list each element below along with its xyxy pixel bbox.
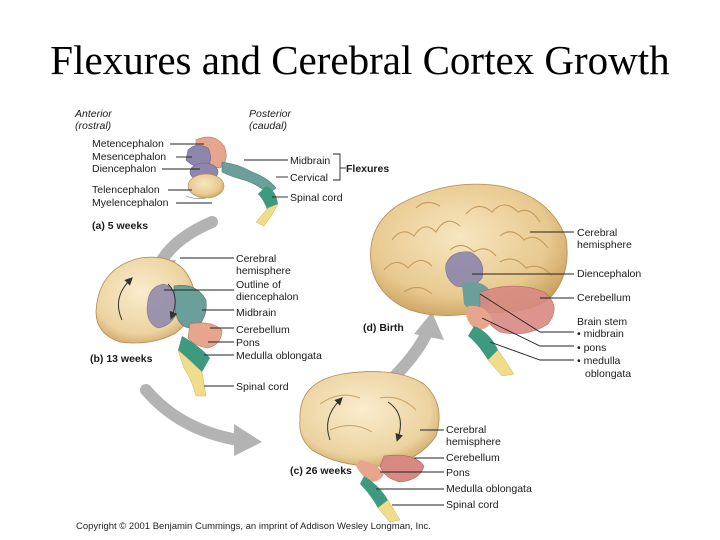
cerebellum-label-b: Cerebellum bbox=[236, 324, 290, 336]
caption-b: (b) 13 weeks bbox=[90, 353, 153, 365]
brain-stem-label: Brain stem bbox=[577, 316, 627, 328]
panel-c-leaders bbox=[376, 429, 444, 506]
cerebellum-label-d: Cerebellum bbox=[577, 292, 631, 304]
midbrain-label-b: Midbrain bbox=[236, 307, 276, 319]
diencephalon-label-d: Diencephalon bbox=[577, 268, 641, 280]
pons-label-d: • pons bbox=[577, 342, 606, 354]
oblongata-label-d: oblongata bbox=[585, 368, 631, 380]
copyright-notice: Copyright © 2001 Benjamin Cummings, an i… bbox=[76, 521, 431, 532]
pons-label-c: Pons bbox=[446, 467, 470, 479]
caption-c: (c) 26 weeks bbox=[290, 465, 352, 477]
telencephalon-label: Telencephalon bbox=[92, 184, 160, 196]
medulla-label-b: Medulla oblongata bbox=[236, 350, 322, 362]
panel-d-brain bbox=[370, 183, 568, 377]
spinal-cord-label-a: Spinal cord bbox=[290, 192, 343, 204]
medulla-label-d: • medulla bbox=[577, 355, 621, 367]
panel-a-leaders bbox=[162, 143, 346, 204]
flow-arrow-c-to-d bbox=[389, 312, 444, 382]
hemisphere-label-d: hemisphere bbox=[577, 239, 632, 251]
flow-arrow-b-to-c bbox=[140, 384, 262, 456]
hemisphere-label-c: hemisphere bbox=[446, 436, 501, 448]
spinal-cord-label-c: Spinal cord bbox=[446, 499, 499, 511]
panel-c-brain bbox=[299, 371, 440, 523]
slide-title: Flexures and Cerebral Cortex Growth bbox=[50, 37, 670, 83]
cerebral-label-d: Cerebral bbox=[577, 227, 617, 239]
panel-b-brain bbox=[95, 256, 223, 397]
cervical-flexure-label: Cervical bbox=[290, 172, 328, 184]
medulla-label-c: Medulla oblongata bbox=[446, 483, 532, 495]
cerebral-label-c: Cerebral bbox=[446, 424, 486, 436]
panel-a-embryo bbox=[185, 136, 279, 227]
panel-d-leaders bbox=[472, 231, 574, 361]
pons-label-b: Pons bbox=[236, 337, 260, 349]
caption-d: (d) Birth bbox=[363, 322, 404, 334]
metencephalon-label: Metencephalon bbox=[92, 138, 164, 150]
midbrain-flexure-label: Midbrain bbox=[290, 155, 330, 167]
mesencephalon-label: Mesencephalon bbox=[92, 151, 166, 163]
posterior-label: Posterior bbox=[249, 108, 292, 120]
diencephalon-label-a: Diencephalon bbox=[92, 163, 156, 175]
outline-of-label-b: Outline of bbox=[236, 279, 281, 291]
caption-a: (a) 5 weeks bbox=[92, 220, 148, 232]
flexures-label: Flexures bbox=[346, 163, 389, 175]
cerebral-label-b: Cerebral bbox=[236, 253, 276, 265]
anterior-label: Anterior bbox=[74, 108, 112, 120]
spinal-cord-label-b: Spinal cord bbox=[236, 381, 289, 393]
cerebellum-label-c: Cerebellum bbox=[446, 452, 500, 464]
myelencephalon-label: Myelencephalon bbox=[92, 197, 169, 209]
panel-b-leaders bbox=[164, 257, 234, 387]
diencephalon-label-b: diencephalon bbox=[236, 291, 299, 303]
midbrain-label-d: • midbrain bbox=[577, 328, 624, 340]
caudal-label: (caudal) bbox=[249, 120, 287, 132]
hemisphere-label-b: hemisphere bbox=[236, 265, 291, 277]
rostral-label: (rostral) bbox=[75, 120, 111, 132]
